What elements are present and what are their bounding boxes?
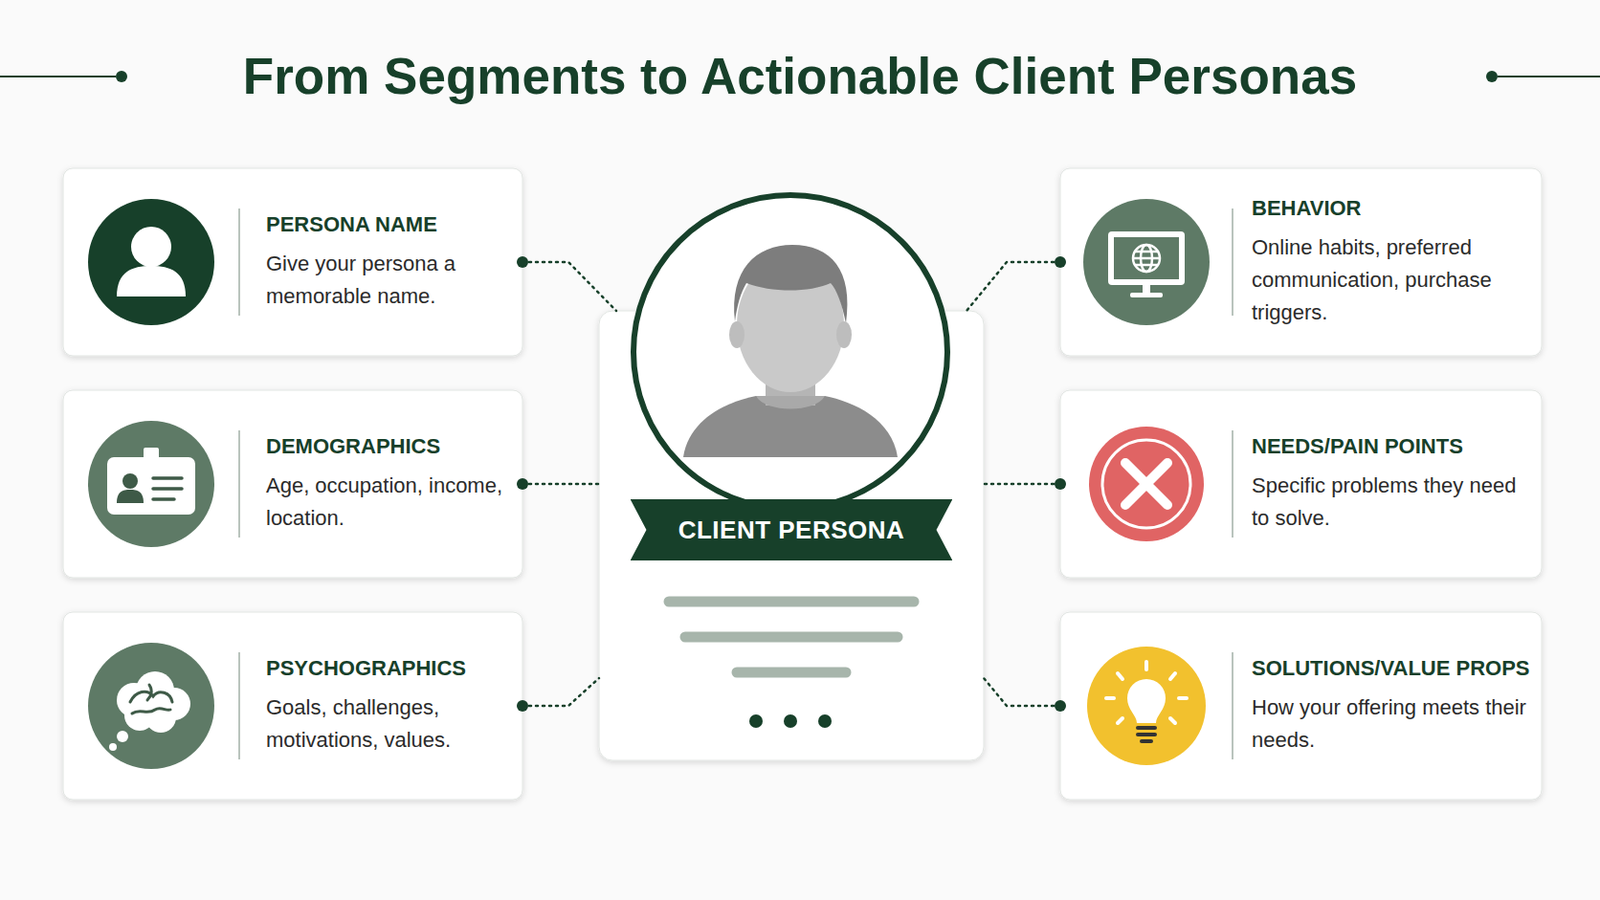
id-card-icon	[88, 421, 215, 548]
card-description: Goals, challenges, motivations, values.	[266, 691, 510, 757]
connector-dot	[516, 478, 529, 490]
info-card: BEHAVIOR Online habits, preferred communi…	[1060, 168, 1542, 356]
dotted-connector	[522, 262, 617, 312]
card-heading: NEEDS/PAIN POINTS	[1251, 433, 1533, 461]
placeholder-lines	[668, 601, 914, 673]
ellipsis-dots	[749, 714, 832, 729]
card-bg	[63, 390, 523, 578]
card-bg	[63, 612, 523, 800]
card-bg	[1060, 390, 1542, 578]
info-card: NEEDS/PAIN POINTS Specific problems they …	[1060, 390, 1542, 578]
connector-dot	[1054, 256, 1067, 268]
lightbulb-icon	[1087, 646, 1206, 766]
info-card: DEMOGRAPHICS Age, occupation, income, loc…	[63, 390, 523, 578]
card-heading: DEMOGRAPHICS	[266, 433, 510, 461]
card-bg	[1060, 168, 1542, 356]
card-bg	[1060, 612, 1542, 800]
card-heading: PSYCHOGRAPHICS	[266, 655, 510, 683]
connector-dot	[1054, 700, 1067, 712]
title: From Segments to Actionable Client Perso…	[0, 42, 1600, 112]
dotted-connector	[966, 262, 1061, 312]
card-description: Age, occupation, income, location.	[266, 469, 510, 535]
card-heading: SOLUTIONS/VALUE PROPS	[1251, 655, 1533, 683]
dotted-connector	[522, 483, 600, 487]
brain-icon	[88, 643, 215, 770]
card-bg	[63, 168, 523, 356]
info-card: PERSONA NAME Give your persona a memorabl…	[63, 168, 523, 356]
dotted-connector	[983, 678, 1061, 707]
person-icon	[88, 199, 215, 326]
dotted-connector	[522, 678, 600, 707]
cross-icon	[1088, 426, 1204, 542]
card-description: Give your persona a memorable name.	[266, 247, 510, 313]
connector-dot	[1054, 478, 1067, 490]
persona-banner: CLIENT PERSONA	[630, 499, 954, 561]
card-description: Online habits, preferred communication, …	[1251, 231, 1533, 330]
persona-avatar	[633, 195, 948, 510]
connector-dot	[516, 700, 529, 712]
monitor-icon	[1083, 199, 1210, 326]
card-description: How your offering meets their needs.	[1251, 691, 1533, 757]
persona-card: CLIENT PERSONA	[599, 311, 984, 761]
info-card: SOLUTIONS/VALUE PROPS How your offering m…	[1060, 612, 1542, 800]
info-card: PSYCHOGRAPHICS Goals, challenges, motivat…	[63, 612, 523, 800]
card-heading: BEHAVIOR	[1251, 195, 1533, 223]
connector-dot	[516, 256, 529, 268]
card-heading: PERSONA NAME	[266, 211, 510, 239]
dotted-connector	[983, 483, 1061, 487]
card-description: Specific problems they need to solve.	[1251, 469, 1533, 535]
